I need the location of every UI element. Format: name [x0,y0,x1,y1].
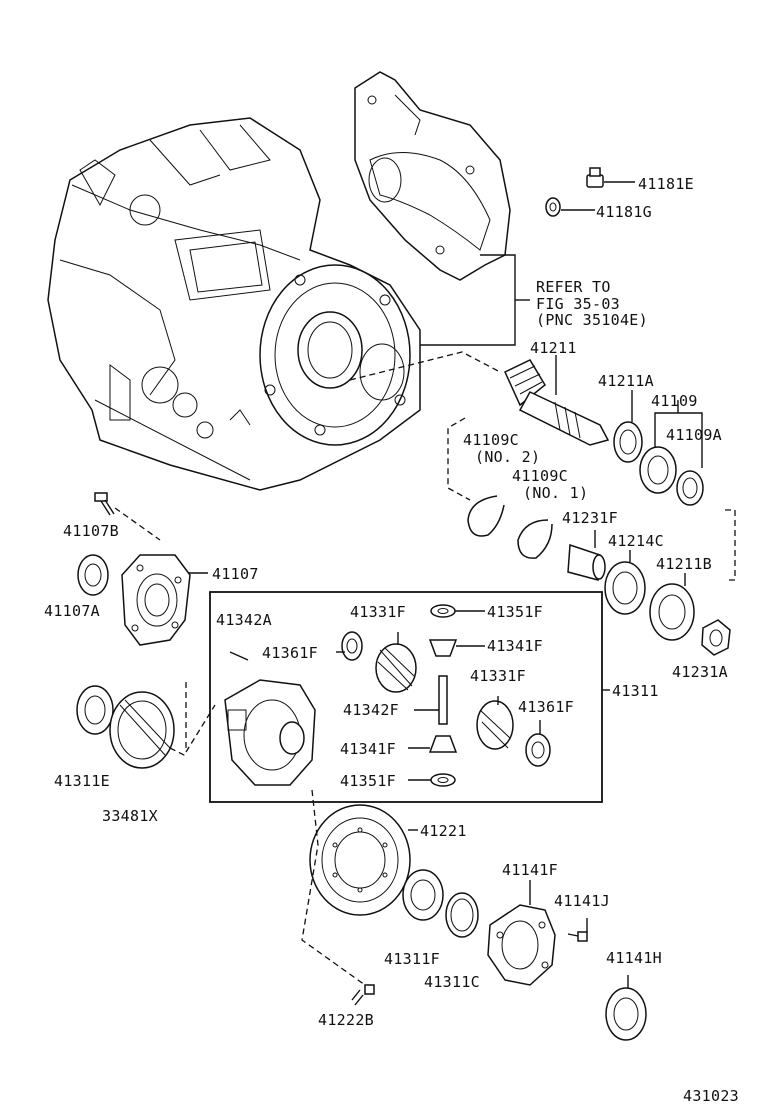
label-41351F-b: 41351F [340,772,396,790]
label-41311F: 41311F [384,950,440,968]
label-41311C: 41311C [424,973,480,991]
label-41311: 41311 [612,682,659,700]
label-41141J: 41141J [554,892,610,910]
refer-line2: FIG 35-03 [536,295,620,313]
side-gear-41331F-a [375,632,417,693]
nut-41231A [701,619,731,656]
snap-ring-no2 [467,495,505,537]
label-41214C: 41214C [608,532,664,550]
shaft-41342F [414,675,448,725]
refer-line3: (PNC 35104E) [536,311,648,329]
label-41342A: 41342A [216,611,272,629]
bolt-41141J [567,918,588,942]
label-41331F-b: 41331F [470,667,526,685]
bearing-41107A [77,554,109,596]
label-41311E: 41311E [54,772,110,790]
bearing-41211B [649,573,695,641]
label-41331F-a: 41331F [350,603,406,621]
label-41211B: 41211B [656,555,712,573]
collar-41231F [567,530,606,581]
bearing-41311F [402,869,444,921]
label-41231F: 41231F [562,509,618,527]
label-41341F-b: 41341F [340,740,396,758]
label-41231A: 41231A [672,663,728,681]
bearing-41311E [76,685,114,735]
label-41109: 41109 [651,392,698,410]
label-41211A: 41211A [598,372,654,390]
bearing-race-41109 [639,446,704,506]
label-41141F: 41141F [502,861,558,879]
retainer-41107 [121,554,208,646]
shim-41311C [445,892,479,938]
label-41141H: 41141H [606,949,662,967]
washer-41351F-a [430,604,485,618]
oil-seal-41141H [605,975,647,1041]
label-41107B: 41107B [63,522,119,540]
label-41351F-a: 41351F [487,603,543,621]
plug-41181E [586,167,635,188]
label-41222B: 41222B [318,1011,374,1029]
pinion-41341F-a [428,639,485,657]
refer-line1: REFER TO [536,278,611,296]
label-41221: 41221 [420,822,467,840]
label-41109A: 41109A [666,426,722,444]
figure-number: 431023 [683,1087,739,1105]
snap-ring-no1 [517,519,553,559]
label-41181E: 41181E [638,175,694,193]
washer-41361F-b [525,720,551,767]
ring-gear-41221 [309,804,418,916]
label-41342F: 41342F [343,701,399,719]
retainer-41141F [487,880,556,986]
label-41109C-no1: 41109C [512,467,568,485]
transaxle-case [47,117,421,491]
label-no2: (NO. 2) [475,448,541,466]
transaxle-housing [354,71,511,281]
drive-pinion-41211 [504,355,610,446]
label-41211: 41211 [530,339,577,357]
bolt-41222B [351,984,375,1006]
label-41361F-b: 41361F [518,698,574,716]
label-41341F-a: 41341F [487,637,543,655]
washer-41361F-a [336,631,363,661]
pin-41342A [229,651,249,661]
differential-case [224,679,316,786]
label-41361F-a: 41361F [262,644,318,662]
washer-41351F-b [408,773,456,787]
spacer-41214C [604,550,646,615]
label-33481X: 33481X [102,807,158,825]
pinion-41341F-b [408,735,458,753]
label-41107A: 41107A [44,602,100,620]
label-no1: (NO. 1) [523,484,589,502]
oil-seal-33481X [109,691,175,769]
bolt-41107B [94,492,115,516]
differential-kit-box [209,591,603,803]
label-41181G: 41181G [596,203,652,221]
gasket-41181G [545,197,595,217]
label-41109C-no2: 41109C [463,431,519,449]
label-41107: 41107 [212,565,259,583]
bearing-41211A [613,390,643,463]
side-gear-41331F-b [476,696,514,750]
